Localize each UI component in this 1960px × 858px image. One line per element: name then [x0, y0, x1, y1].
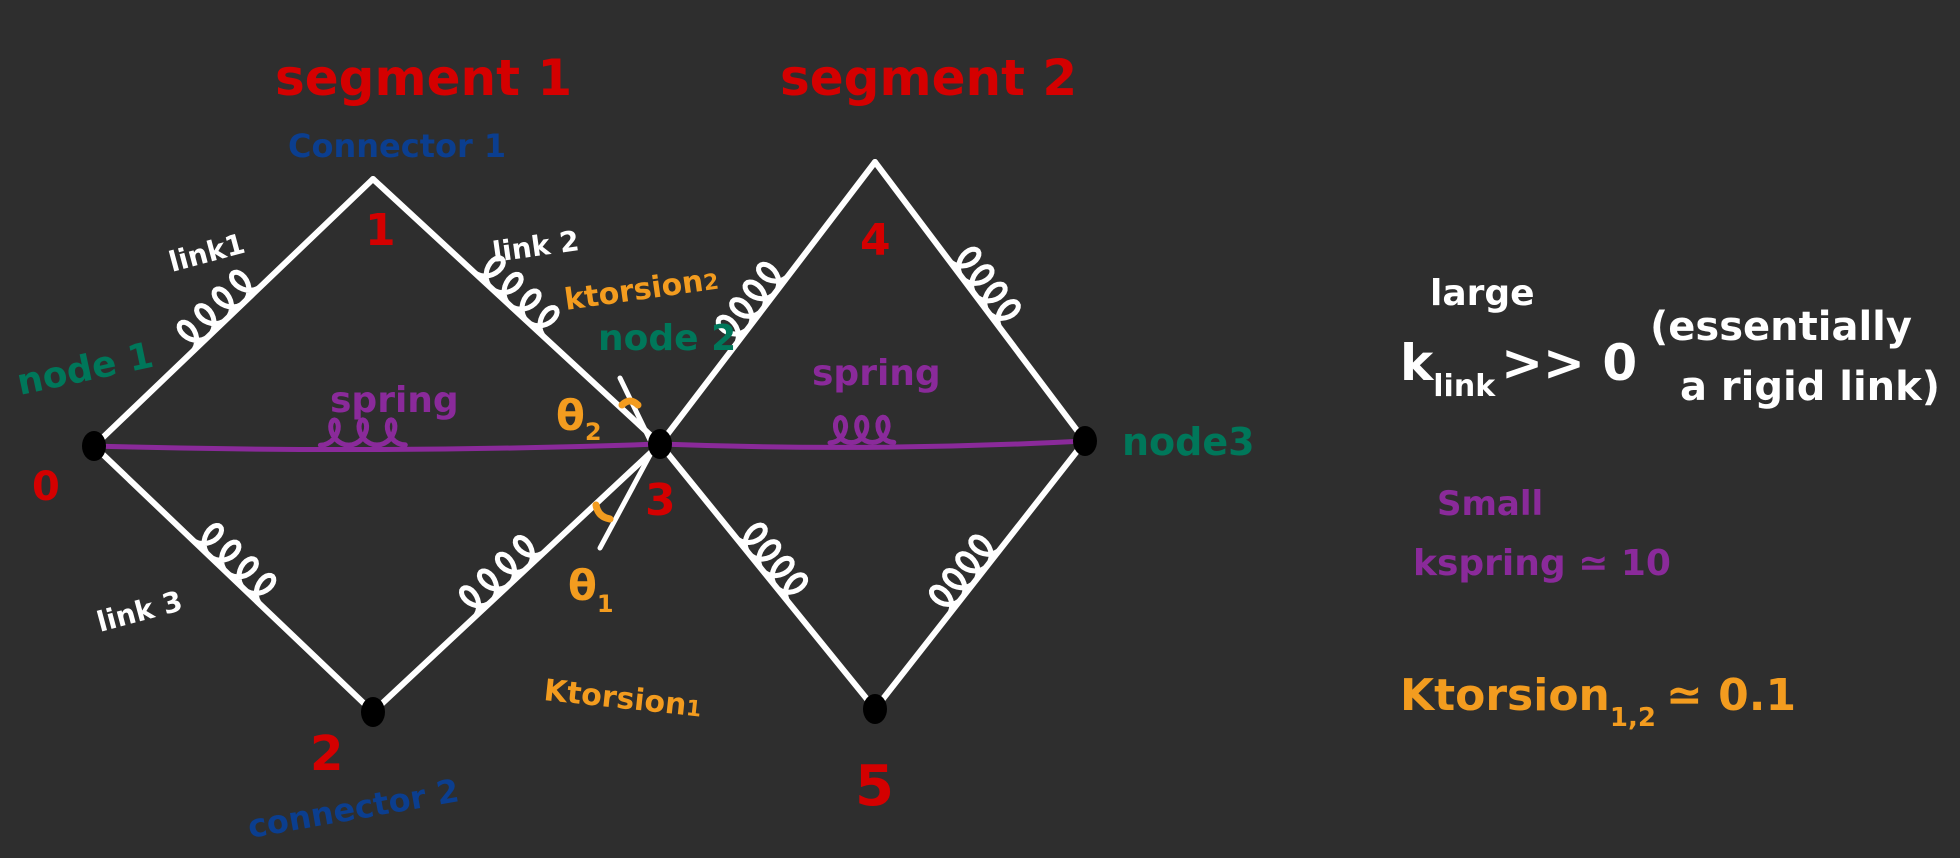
point-5-label: 5 [855, 754, 894, 819]
node-dot [361, 697, 385, 727]
link-line [91, 176, 376, 449]
connector-1-label: Connector 1 [288, 127, 506, 165]
spring-line [659, 438, 1086, 450]
springs [93, 414, 1086, 453]
link-coil [189, 522, 277, 609]
point-4-label: 4 [860, 215, 891, 266]
node-dot [82, 431, 106, 461]
segment-2-label: segment 2 [780, 49, 1077, 107]
link-coil [928, 534, 1004, 618]
link-line [370, 441, 663, 715]
node-points [82, 426, 1097, 727]
link-coil [732, 522, 809, 606]
theta-2-label: θ2 [556, 391, 602, 446]
node-1-label: node 1 [13, 335, 157, 404]
point-0-label: 0 [32, 464, 60, 510]
link-line [370, 176, 663, 447]
link-coil [470, 255, 560, 341]
link-coil [946, 246, 1021, 332]
node-3-label: node3 [1122, 420, 1255, 464]
note-k-link: klink>> 0 [1400, 334, 1637, 404]
spring-line [93, 441, 661, 453]
angle-reference-line-1 [597, 452, 653, 551]
link-line [91, 443, 376, 715]
theta-1-label: θ1 [568, 561, 614, 618]
theta1-arc [592, 501, 614, 523]
ktorsion-1-label: Ktorsion1 [542, 673, 703, 724]
segment-1-label: segment 1 [275, 49, 572, 107]
spring-coil [827, 414, 897, 446]
node-dot [863, 694, 887, 724]
angle-reference-line-2 [617, 375, 653, 443]
torsion-arcs [592, 375, 653, 551]
note-k-torsion: Ktorsion1,2≃ 0.1 [1400, 670, 1796, 733]
note-small: Small [1437, 484, 1543, 524]
spring-2-label: spring [812, 353, 941, 394]
node-dot [648, 429, 672, 459]
link-coil [458, 534, 548, 621]
point-3-label: 3 [645, 475, 676, 526]
ktorsion-2-label: ktorsion2 [562, 262, 720, 318]
spring-1-label: spring [330, 380, 459, 421]
link-3-label: link 3 [93, 584, 186, 638]
note-k-spring: kspring ≃ 10 [1413, 543, 1671, 584]
note-large: large [1430, 273, 1535, 314]
node-2-label: node 2 [598, 318, 736, 359]
link-2-label: link 2 [490, 224, 581, 269]
note-rigid-line-2: a rigid link) [1680, 364, 1940, 410]
theta2-arc [618, 397, 642, 409]
link-coil [715, 261, 792, 348]
link-coil [176, 269, 264, 356]
point-1-label: 1 [365, 205, 396, 256]
spring-coil [317, 417, 408, 448]
point-2-label: 2 [310, 726, 343, 782]
connector-2-label: connector 2 [245, 771, 462, 846]
note-rigid-line-1: (essentially [1650, 304, 1912, 350]
node-dot [1073, 426, 1097, 456]
link-coils [176, 246, 1021, 621]
